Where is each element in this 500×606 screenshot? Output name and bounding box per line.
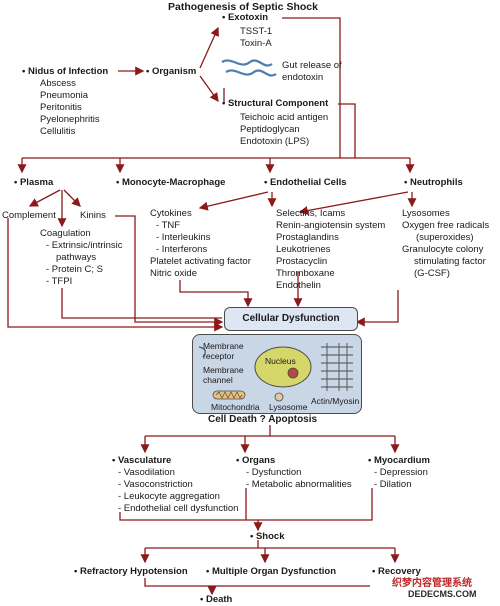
death-label: • Death — [200, 594, 233, 605]
list-item: Pyelonephritis — [40, 114, 100, 125]
neutrophils-label: • Neutrophils — [404, 177, 463, 188]
exotoxin-label: • Exotoxin — [222, 12, 269, 23]
receptor-icon — [198, 346, 206, 358]
organism-label: • Organism — [146, 66, 197, 77]
lysosome-label: Lysosome — [269, 402, 308, 412]
recovery-label: • Recovery — [372, 566, 421, 577]
nucleus-shape — [254, 346, 312, 388]
organs-list: - Dysfunction - Metabolic abnormalities — [246, 467, 352, 490]
mitochondria-icon — [212, 390, 246, 400]
monocyte-label: • Monocyte-Macrophage — [116, 177, 226, 188]
multiple-organ-dysfunction-label: • Multiple Organ Dysfunction — [206, 566, 336, 577]
list-item: Endotoxin (LPS) — [240, 136, 310, 147]
membrane-receptor-label: Membrane receptor — [203, 341, 244, 361]
shock-label: • Shock — [250, 531, 285, 542]
page-title: Pathogenesis of Septic Shock — [168, 1, 318, 13]
watermark-line1: 织梦内容管理系统 — [392, 578, 472, 589]
list-item: Teichoic acid antigen — [240, 112, 329, 123]
list-item: Peritonitis — [40, 102, 82, 113]
arrow-organism-exotoxin — [199, 26, 219, 69]
vasculature-list: - Vasodilation - Vasoconstriction - Leuk… — [118, 467, 239, 514]
list-item: Cellulitis — [40, 126, 76, 137]
nidus-label: • Nidus of Infection — [22, 66, 109, 77]
kinins-label: Kinins — [80, 210, 106, 221]
gut-squiggle-icon — [221, 59, 277, 77]
structural-list: Teichoic acid antigen Peptidoglycan Endo… — [240, 112, 328, 148]
cellular-dysfunction-label: Cellular Dysfunction — [242, 313, 340, 324]
vasculature-label: • Vasculature — [112, 455, 172, 466]
actin-myosin-label: Actin/Myosin — [311, 396, 360, 406]
coagulation-list: Coagulation - Extrinsic/intrinsic pathwa… — [40, 228, 123, 287]
cell-illustration: Membrane receptor Membrane channel Nucle… — [192, 334, 362, 414]
membrane-channel-label: Membrane channel — [203, 365, 244, 385]
list-item: Peptidoglycan — [240, 124, 300, 135]
arrow-organism-structural — [199, 75, 219, 103]
nucleus-label: Nucleus — [265, 356, 296, 366]
cell-death-label: Cell Death ? Apoptosis — [208, 414, 318, 425]
lysosome-icon — [274, 392, 284, 402]
complement-label: Complement — [2, 210, 56, 221]
list-item: Pneumonia — [40, 90, 89, 101]
myocardium-label: • Myocardium — [368, 455, 430, 466]
nidus-list: Abscess Pneumonia Peritonitis Pyelonephr… — [40, 78, 100, 138]
list-item: TSST-1 — [240, 26, 273, 37]
exotoxin-list: TSST-1 Toxin-A — [240, 26, 272, 50]
myocardium-list: - Depression - Dilation — [374, 467, 428, 490]
endothelial-list: Selectins, Icams Renin-angiotensin syste… — [276, 208, 386, 291]
arrow-plasma-kinins — [63, 189, 81, 207]
monocyte-list: Cytokines - TNF - Interleukins - Interfe… — [150, 208, 251, 279]
gut-release-text: Gut release of endotoxin — [282, 60, 342, 83]
nucleolus-dot — [287, 367, 299, 379]
cellular-dysfunction-box: Cellular Dysfunction — [224, 307, 358, 331]
arrow-plasma-complement — [28, 189, 61, 207]
bracket-right — [282, 17, 341, 158]
list-item: Toxin-A — [240, 38, 272, 49]
plasma-label: • Plasma — [14, 177, 54, 188]
structural-label: • Structural Component — [222, 98, 329, 109]
list-item: Abscess — [40, 78, 76, 89]
endothelial-label: • Endothelial Cells — [264, 177, 347, 188]
watermark-line2: DEDECMS.COM — [408, 589, 477, 599]
organs-label: • Organs — [236, 455, 276, 466]
mitochondria-label: Mitochondria — [211, 402, 260, 412]
actin-myosin-icon — [321, 343, 353, 391]
refractory-hypotension-label: • Refractory Hypotension — [74, 566, 188, 577]
neutrophils-list: Lysosomes Oxygen free radicals (superoxi… — [402, 208, 490, 279]
